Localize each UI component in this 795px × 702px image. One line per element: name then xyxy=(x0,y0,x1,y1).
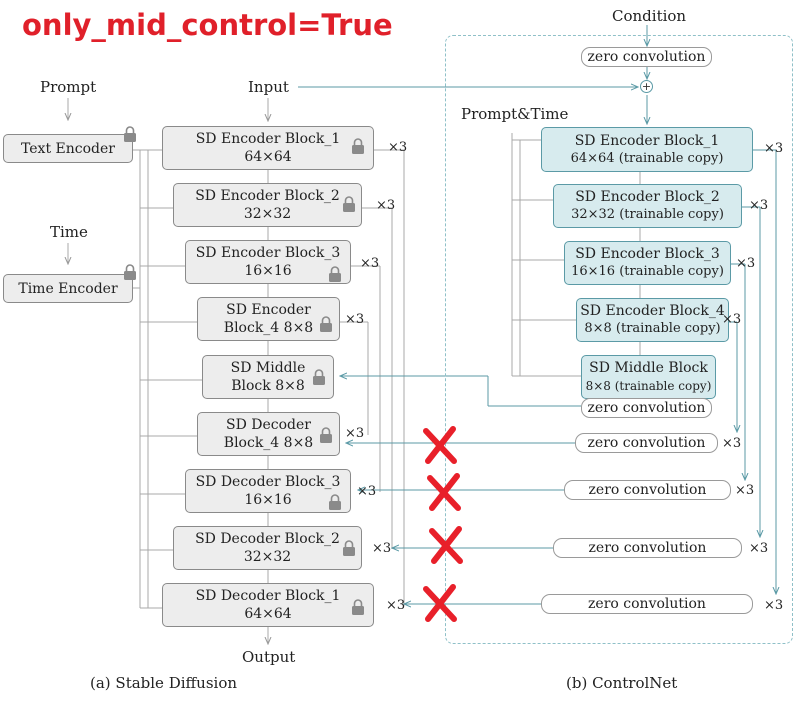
block-title: SD Decoder Block_1 xyxy=(195,588,341,604)
block-subtitle: 16×16 (trainable copy) xyxy=(571,264,724,279)
times-label: ×3 xyxy=(735,483,755,498)
block-subtitle: Block_4 8×8 xyxy=(223,435,314,451)
block-subtitle: 64×64 xyxy=(244,606,292,622)
block-subtitle: 64×64 xyxy=(244,149,292,165)
zero-convolution-middle: zero convolution xyxy=(581,398,712,418)
prompt-time-label: Prompt&Time xyxy=(461,105,569,123)
times-label: ×3 xyxy=(388,140,408,155)
times-label: ×3 xyxy=(357,484,377,499)
zero-convolution-condition: zero convolution xyxy=(581,47,712,67)
zero-convolution-2: zero convolution xyxy=(553,538,742,558)
plus-symbol: + xyxy=(641,80,652,93)
plus-circle-icon: + xyxy=(640,80,653,93)
lock-icon xyxy=(320,316,332,332)
block-subtitle: 8×8 (trainable copy) xyxy=(585,379,712,393)
times-label: ×3 xyxy=(764,141,784,156)
cross-mark-icon xyxy=(429,526,463,564)
times-label: ×3 xyxy=(749,541,769,556)
times-label: ×3 xyxy=(736,256,756,271)
block-title: SD Encoder xyxy=(226,302,311,318)
block-subtitle: 16×16 xyxy=(244,492,292,508)
time-encoder-label: Time Encoder xyxy=(18,280,118,297)
sd-decoder-block-4: SD Decoder Block_4 8×8 xyxy=(197,412,340,456)
times-label: ×3 xyxy=(372,541,392,556)
sd-encoder-block-2: SD Encoder Block_2 32×32 xyxy=(173,183,362,227)
zero-convolution-1: zero convolution xyxy=(541,594,753,614)
lock-icon xyxy=(124,264,136,280)
block-title: SD Decoder xyxy=(226,417,311,433)
block-title: SD Middle xyxy=(230,360,306,376)
time-label: Time xyxy=(50,223,88,241)
input-label: Input xyxy=(248,78,289,96)
block-title: SD Encoder Block_3 xyxy=(575,246,720,262)
cn-encoder-block-1: SD Encoder Block_1 64×64 (trainable copy… xyxy=(541,127,753,172)
block-subtitle: 64×64 (trainable copy) xyxy=(570,150,724,166)
lock-icon xyxy=(124,126,136,142)
condition-label: Condition xyxy=(612,7,687,25)
text-encoder-label: Text Encoder xyxy=(21,140,115,157)
block-title: SD Encoder Block_1 xyxy=(574,132,720,149)
times-label: ×3 xyxy=(764,598,784,613)
cn-encoder-block-2: SD Encoder Block_2 32×32 (trainable copy… xyxy=(553,184,742,228)
block-title: SD Encoder Block_1 xyxy=(195,131,341,147)
block-subtitle: 8×8 (trainable copy) xyxy=(584,321,721,336)
lock-icon xyxy=(352,599,364,615)
zero-convolution-4: zero convolution xyxy=(575,433,718,453)
block-subtitle: 32×32 xyxy=(243,549,292,565)
caption-controlnet: (b) ControlNet xyxy=(566,674,678,692)
times-label: ×3 xyxy=(386,598,406,613)
block-subtitle: 32×32 xyxy=(243,206,292,222)
sd-middle-block: SD Middle Block 8×8 xyxy=(202,355,334,399)
block-title: SD Decoder Block_2 xyxy=(195,531,340,547)
times-label: ×3 xyxy=(345,426,365,441)
cross-mark-icon xyxy=(423,584,457,622)
lock-icon xyxy=(329,266,341,282)
block-title: SD Encoder Block_2 xyxy=(575,189,720,205)
sd-encoder-block-1: SD Encoder Block_1 64×64 xyxy=(162,126,374,170)
page-title: only_mid_control=True xyxy=(22,8,393,42)
lock-icon xyxy=(343,540,355,556)
times-label: ×3 xyxy=(722,436,742,451)
controlnet-panel xyxy=(445,35,793,644)
lock-icon xyxy=(343,196,355,212)
output-label: Output xyxy=(242,648,296,666)
sd-decoder-block-3: SD Decoder Block_3 16×16 xyxy=(185,469,351,513)
block-subtitle: Block_4 8×8 xyxy=(223,320,314,336)
cross-mark-icon xyxy=(427,473,461,511)
lock-icon xyxy=(352,138,364,154)
caption-stable-diffusion: (a) Stable Diffusion xyxy=(90,674,238,692)
block-title: SD Encoder Block_3 xyxy=(195,245,341,261)
zero-convolution-3: zero convolution xyxy=(564,480,731,500)
cn-encoder-block-3: SD Encoder Block_3 16×16 (trainable copy… xyxy=(564,241,731,285)
block-title: SD Encoder Block_2 xyxy=(195,188,340,204)
sd-decoder-block-2: SD Decoder Block_2 32×32 xyxy=(173,526,362,570)
block-subtitle: 16×16 xyxy=(244,263,292,279)
times-label: ×3 xyxy=(345,312,365,327)
lock-icon xyxy=(313,369,325,385)
times-label: ×3 xyxy=(749,198,769,213)
time-encoder-block: Time Encoder xyxy=(3,274,133,303)
sd-encoder-block-4: SD Encoder Block_4 8×8 xyxy=(197,297,340,341)
block-title: SD Decoder Block_3 xyxy=(195,474,341,490)
block-subtitle: Block 8×8 xyxy=(231,378,305,394)
sd-encoder-block-3: SD Encoder Block_3 16×16 xyxy=(185,240,351,284)
lock-icon xyxy=(329,494,341,510)
lock-icon xyxy=(320,427,332,443)
times-label: ×3 xyxy=(722,312,742,327)
times-label: ×3 xyxy=(376,198,396,213)
block-title: SD Encoder Block_4 xyxy=(580,303,725,319)
cn-encoder-block-4: SD Encoder Block_4 8×8 (trainable copy) xyxy=(576,298,729,342)
block-subtitle: 32×32 (trainable copy) xyxy=(571,207,724,222)
cn-middle-block: SD Middle Block 8×8 (trainable copy) xyxy=(581,355,716,399)
cross-mark-icon xyxy=(423,426,457,464)
times-label: ×3 xyxy=(360,256,380,271)
prompt-label: Prompt xyxy=(40,78,97,96)
block-title: SD Middle Block xyxy=(589,360,708,376)
text-encoder-block: Text Encoder xyxy=(3,134,133,163)
sd-decoder-block-1: SD Decoder Block_1 64×64 xyxy=(162,583,374,627)
